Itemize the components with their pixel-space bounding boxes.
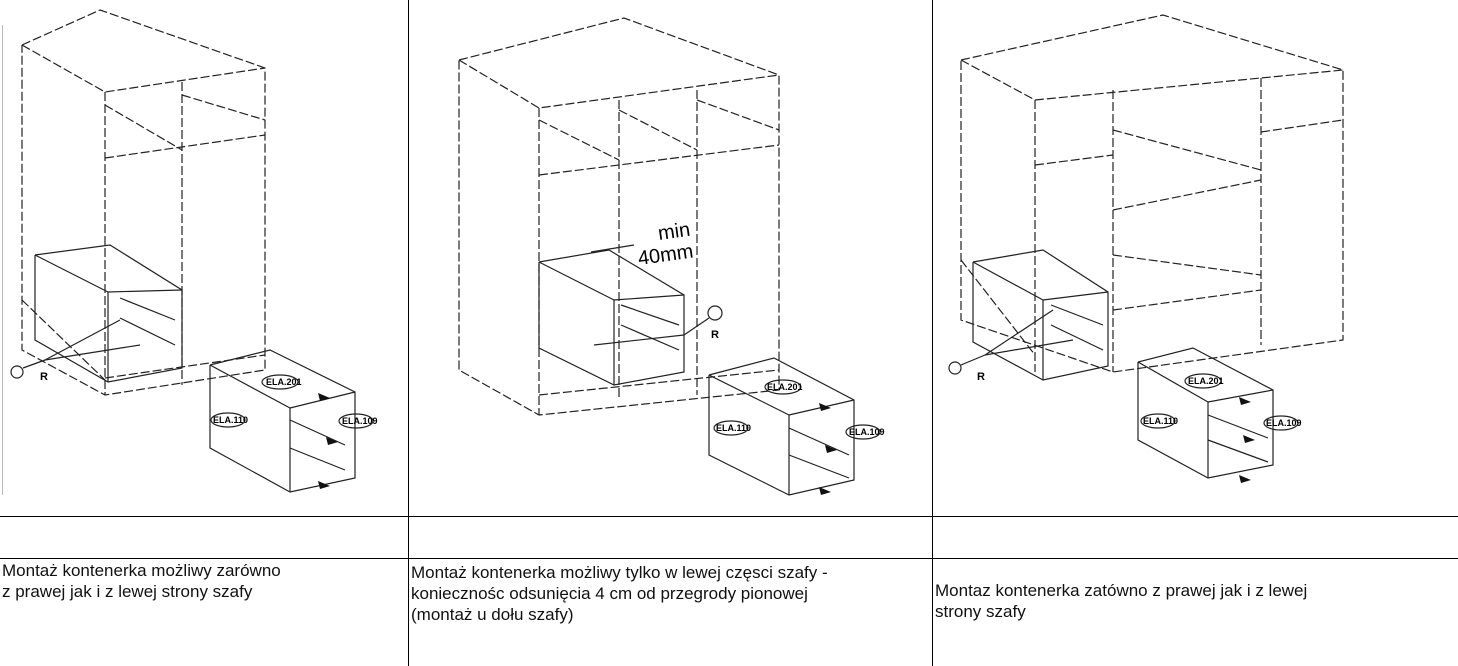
part-label-top: ELA.201 [1188, 376, 1224, 386]
panel-2-caption: Montaż kontenerka możliwy tylko w lewej … [411, 563, 828, 624]
dimension-label-40mm: 40mm [637, 240, 695, 270]
part-label-top: ELA.201 [266, 377, 302, 387]
part-label-side: ELA.110 [716, 423, 751, 433]
panel-2-drawing: min 40mm R ELA.201 ELA.110 ELA.109 [409, 0, 932, 517]
part-label-side: ELA.110 [1143, 416, 1178, 426]
column-divider-2 [932, 0, 933, 666]
part-label-front: ELA.109 [849, 427, 885, 437]
row-divider-2 [0, 558, 1458, 559]
part-label-top: ELA.201 [767, 382, 803, 392]
panel-3-drawing: R ELA.201 ELA.110 ELA.109 [933, 0, 1458, 517]
wardrobe-diagram-three-section: min 40mm R ELA.201 ELA.110 ELA.109 [458, 17, 885, 496]
part-label-front: ELA.109 [342, 416, 378, 426]
left-edge-line [2, 25, 3, 495]
screw-label: R [711, 329, 719, 341]
panel-3-caption: Montaz kontenerka zatówno z prawej jak i… [935, 581, 1308, 621]
row-divider-1 [0, 516, 1458, 517]
part-label-side: ELA.110 [213, 415, 248, 425]
dimension-label-min: min [657, 219, 692, 245]
screw-label: R [40, 371, 48, 383]
column-divider-1 [408, 0, 409, 666]
wardrobe-diagram-three-door: R ELA.201 ELA.110 ELA.109 [948, 14, 1344, 483]
panel-1-caption: Montaż kontenerka możliwy zarówno z praw… [2, 561, 281, 601]
panel-1-drawing: R ELA.201 ELA.110 ELA.109 [0, 0, 408, 517]
screw-label: R [977, 371, 985, 383]
wardrobe-diagram-two-door: R ELA.201 ELA.110 ELA.109 [10, 9, 378, 493]
part-label-front: ELA.109 [1266, 418, 1302, 428]
